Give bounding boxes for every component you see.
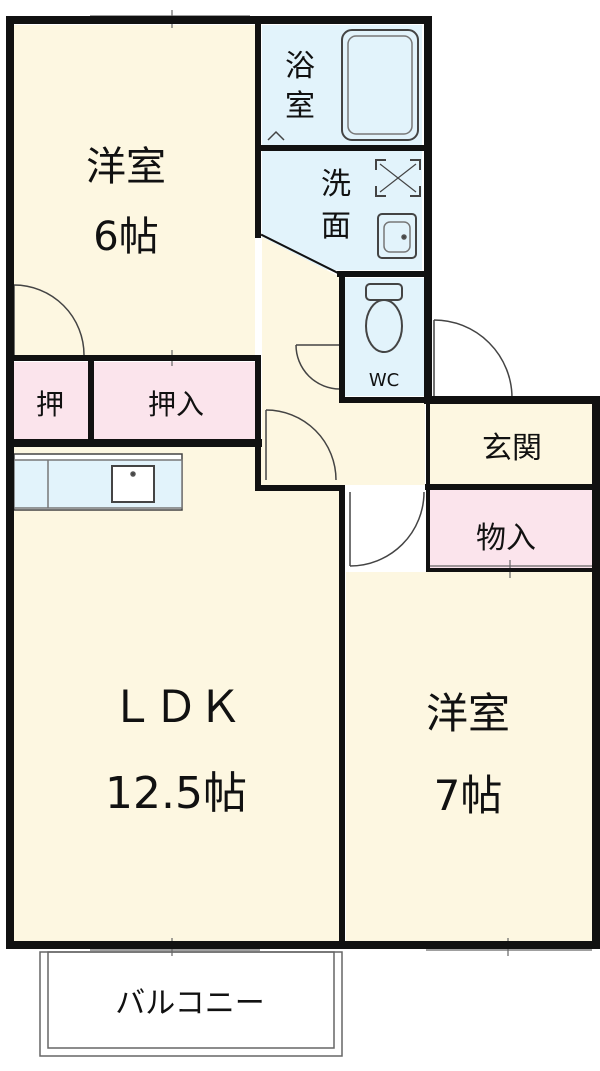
- walls: [6, 16, 600, 949]
- entrance-name: 玄関: [482, 431, 542, 466]
- washroom-name-line1: 洗: [321, 167, 351, 202]
- ldk-size: 12.5帖: [105, 768, 247, 819]
- toilet-name: WC: [369, 370, 399, 391]
- door-swings: [13, 284, 513, 567]
- bathtub-inner-icon: [347, 35, 413, 135]
- closet-1-name: 押入: [148, 388, 204, 421]
- closet-small-area: [10, 362, 88, 440]
- bathtub-icon: [341, 29, 419, 141]
- western-room-1-name: 洋室: [86, 144, 166, 190]
- closet-small-name: 押: [36, 388, 64, 421]
- toilet-area: [344, 278, 424, 396]
- washroom-name-line2: 面: [321, 209, 351, 244]
- washroom-area: [262, 150, 422, 270]
- western-room-1-area: [10, 25, 255, 358]
- toilet-bowl-icon: [365, 283, 403, 353]
- hallway-area: [262, 237, 425, 485]
- western-room-2-name: 洋室: [426, 689, 510, 738]
- bath-name-line1: 浴: [285, 49, 315, 84]
- room-fills: [10, 25, 592, 945]
- fixtures: [13, 10, 592, 956]
- western-room-2-area: [346, 572, 592, 945]
- entrance-area: [430, 404, 592, 485]
- washing-machine-icon: [375, 159, 421, 197]
- wash-basin-icon: [377, 213, 417, 259]
- ldk-area: [10, 447, 342, 945]
- storage-name: 物入: [476, 521, 536, 556]
- balcony: [39, 951, 343, 1057]
- labels: 洋室 6帖 押 押入 浴 室 洗 面 WC 玄関 物入 ＬＤＫ 12.5帖 洋室…: [36, 49, 542, 1021]
- balcony-name: バルコニー: [115, 986, 264, 1021]
- western-room-1-size: 6帖: [93, 214, 158, 260]
- western-room-2-size: 7帖: [434, 771, 503, 820]
- bath-marker-icon: [267, 130, 285, 141]
- closet-1-area: [94, 362, 255, 440]
- bath-name-line2: 室: [285, 89, 315, 124]
- ldk-name: ＬＤＫ: [110, 682, 242, 733]
- storage-area: [430, 490, 592, 568]
